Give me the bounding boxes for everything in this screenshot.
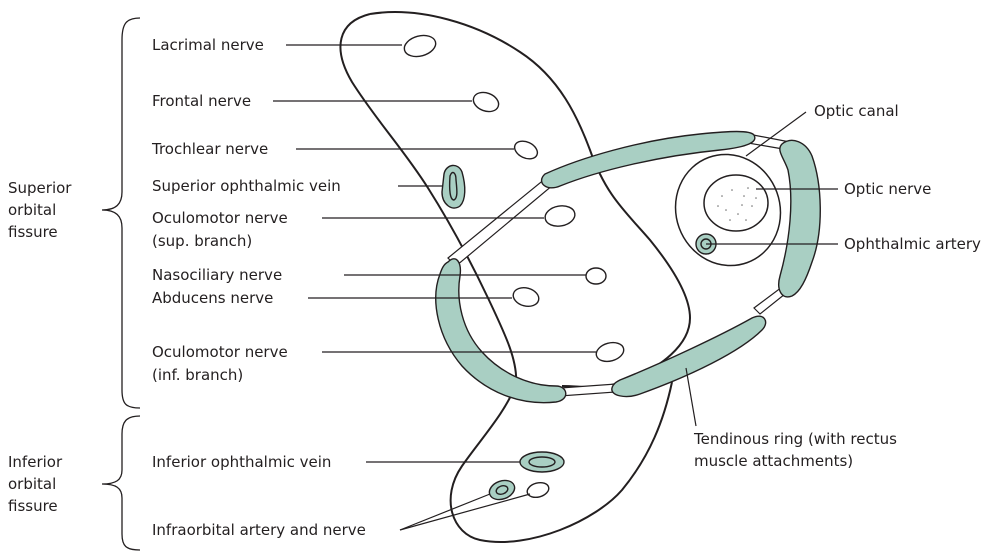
superior-ophthalmic-vein-label: Superior ophthalmic vein: [152, 177, 341, 195]
tendinous-ring-label-line: Tendinous ring (with rectus: [693, 430, 897, 448]
oculomotor-sup-icon: [543, 204, 576, 229]
nasociliary-nerve-label: Nasociliary nerve: [152, 266, 282, 284]
leader-infraorbital-a: [400, 494, 490, 530]
superior-fissure-label-line: Superior: [8, 179, 72, 197]
oculomotor-inf-icon: [594, 340, 626, 365]
optic-nerve-label: Optic nerve: [844, 180, 931, 198]
superior-fissure-label: Superior orbital fissure: [8, 179, 76, 241]
leader-tendinous-ring: [686, 368, 696, 426]
superior-orbital-fissure-outline-left: [340, 14, 516, 384]
muscle-attachment-lateral: [436, 259, 566, 403]
inferior-fissure-label-line: orbital: [8, 475, 56, 493]
inferior-fissure-label-line: Inferior: [8, 453, 63, 471]
tendinous-ring-label: Tendinous ring (with rectus muscle attac…: [693, 430, 902, 470]
infraorbital-label: Infraorbital artery and nerve: [152, 521, 366, 539]
inferior-ophthalmic-vein-label: Inferior ophthalmic vein: [152, 453, 331, 471]
ophthalmic-artery-label: Ophthalmic artery: [844, 235, 981, 253]
infraorbital-nerve-icon: [526, 480, 551, 499]
oculomotor-sup-label-line: (sup. branch): [152, 232, 252, 250]
frontal-nerve-icon: [471, 89, 502, 115]
superior-fissure-label-line: orbital: [8, 201, 56, 219]
leader-infraorbital-b: [400, 494, 530, 530]
trochlear-nerve-label: Trochlear nerve: [151, 140, 268, 158]
lacrimal-nerve-label: Lacrimal nerve: [152, 36, 264, 54]
superior-fissure-label-line: fissure: [8, 223, 58, 241]
inferior-fissure-brace: [102, 416, 140, 550]
oculomotor-inf-label-line: (inf. branch): [152, 366, 243, 384]
oculomotor-sup-label-line: Oculomotor nerve: [152, 209, 288, 227]
muscle-attachment-medial: [779, 140, 821, 296]
superior-ophthalmic-vein-inner: [450, 173, 457, 200]
superior-fissure-brace: [102, 18, 140, 408]
inferior-fissure-label-line: fissure: [8, 497, 58, 515]
abducens-nerve-label: Abducens nerve: [152, 289, 273, 307]
trochlear-nerve-icon: [512, 138, 541, 163]
optic-nerve-icon: [704, 175, 768, 231]
oculomotor-inf-label: Oculomotor nerve (inf. branch): [152, 343, 292, 384]
inferior-fissure-label: Inferior orbital fissure: [8, 453, 67, 515]
tendinous-ring-label-line: muscle attachments): [694, 452, 853, 470]
abducens-nerve-icon: [511, 285, 541, 309]
frontal-nerve-label: Frontal nerve: [152, 92, 251, 110]
oculomotor-inf-label-line: Oculomotor nerve: [152, 343, 288, 361]
lacrimal-nerve-icon: [402, 32, 438, 60]
optic-canal-label: Optic canal: [814, 102, 899, 120]
oculomotor-sup-label: Oculomotor nerve (sup. branch): [152, 209, 292, 250]
inferior-ophthalmic-vein-inner: [529, 457, 555, 467]
nasociliary-nerve-icon: [586, 268, 606, 284]
